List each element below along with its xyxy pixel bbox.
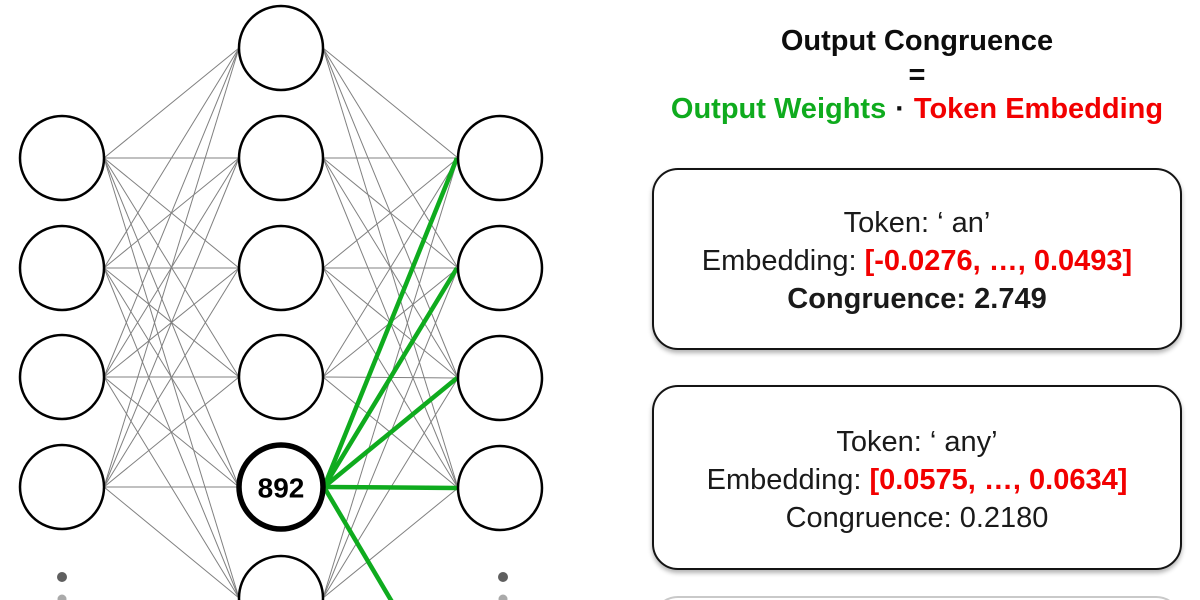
input-hidden-edge [103, 267, 240, 488]
ellipsis-dot [57, 572, 67, 582]
input-node [18, 443, 106, 531]
highlighted-neuron-892 [236, 442, 326, 532]
hidden-output-edge [322, 157, 459, 378]
next-token-card-peek [652, 596, 1182, 600]
dot-product-symbol: · [895, 93, 905, 125]
title-block: Output Congruence = Output Weights·Token… [640, 24, 1194, 126]
input-node [18, 224, 106, 312]
input-hidden-edge [103, 486, 240, 599]
hidden-node [237, 224, 325, 312]
input-hidden-edge [103, 157, 240, 488]
network-svg: 892 [18, 4, 544, 600]
title-equals-sign: = [908, 59, 926, 91]
title-line-output-congruence: Output Congruence [780, 25, 1054, 57]
output-node [456, 224, 544, 312]
hidden-node [237, 554, 325, 600]
token-card-an: Token: ‘ an’ Embedding: [-0.0276, …, 0.0… [652, 168, 1182, 350]
hidden-node [237, 333, 325, 421]
input-node [18, 333, 106, 421]
input-node [18, 114, 106, 202]
embedding-prefix: Embedding: [701, 245, 865, 277]
token-card-any: Token: ‘ any’ Embedding: [0.0575, …, 0.0… [652, 385, 1182, 570]
congruence-line: Congruence: 2.749 [787, 283, 1047, 315]
ellipsis-dot [498, 594, 508, 600]
input-hidden-edge [103, 47, 240, 488]
output-weight-edge [323, 484, 458, 491]
title-formula-line: Output Weights·Token Embedding [640, 92, 1194, 126]
hidden-node [237, 114, 325, 202]
output-weight-edge [322, 485, 394, 600]
input-hidden-edge [103, 376, 240, 488]
input-hidden-edge [103, 267, 240, 599]
embedding-value: [0.0575, …, 0.0634] [869, 463, 1128, 496]
embedding-value: [-0.0276, …, 0.0493] [864, 245, 1133, 277]
output-node [456, 444, 544, 532]
ellipsis-dot [498, 572, 508, 582]
input-hidden-edge [103, 47, 240, 159]
output-weight-edge [322, 266, 459, 489]
embedding-line: Embedding: [0.0575, …, 0.0634] [707, 461, 1128, 499]
ellipsis-dot [57, 594, 67, 600]
hidden-output-edge [322, 157, 459, 269]
token-line: Token: ‘ any’ [836, 425, 998, 458]
input-hidden-edge [103, 47, 240, 269]
hidden-output-edge [322, 487, 459, 599]
output-weight-edge [322, 376, 459, 489]
input-hidden-edge [103, 47, 240, 378]
neuron-892-label: 892 [258, 473, 305, 504]
output-node [456, 334, 544, 422]
token-line: Token: ‘ an’ [843, 207, 991, 239]
hidden-output-edge [322, 47, 459, 159]
hidden-node [237, 4, 325, 92]
output-weights-label: Output Weights [670, 93, 887, 125]
token-embedding-label: Token Embedding [913, 93, 1164, 125]
embedding-line: Embedding: [-0.0276, …, 0.0493] [702, 242, 1132, 280]
output-node [456, 114, 544, 202]
output-weight-edge [321, 157, 460, 488]
embedding-prefix: Embedding: [706, 463, 870, 496]
congruence-line: Congruence: 0.2180 [785, 501, 1049, 534]
